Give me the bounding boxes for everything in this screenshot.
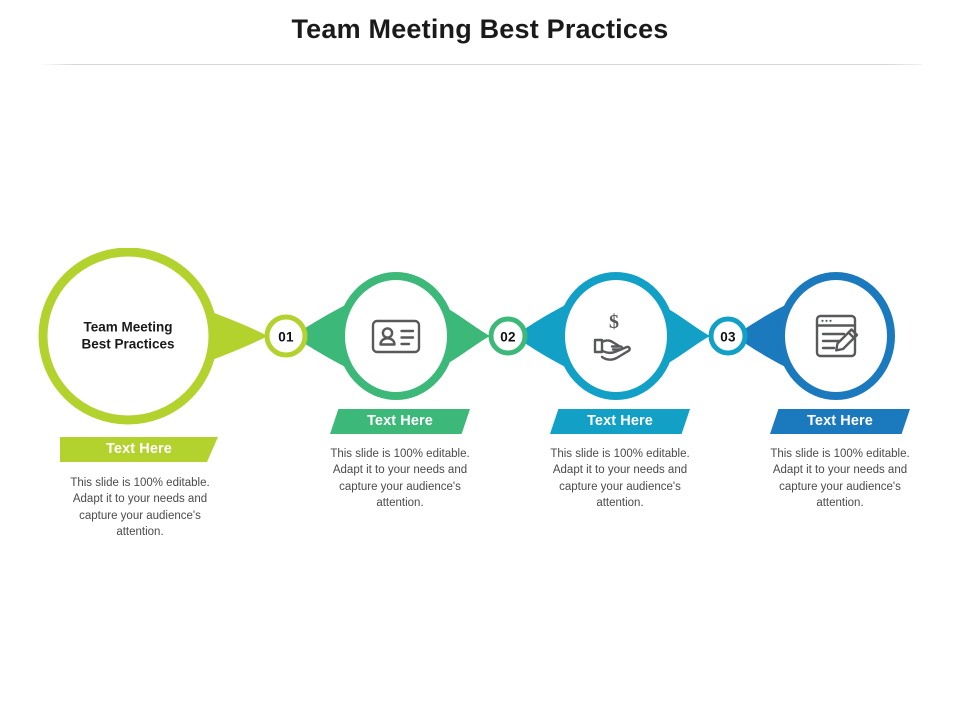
badge-ring-02[interactable]	[488, 316, 528, 356]
page-title: Team Meeting Best Practices	[291, 14, 669, 44]
body-text-step-1: This slide is 100% editable. Adapt it to…	[330, 448, 470, 509]
step-ring-2[interactable]	[557, 272, 675, 400]
step-ring-1[interactable]	[337, 272, 455, 400]
body-text-hub: This slide is 100% editable. Adapt it to…	[70, 477, 210, 538]
badge-number-01: 01	[278, 329, 294, 345]
hub-label: Team Meeting Best Practices	[50, 319, 206, 354]
hub-ring[interactable]	[38, 248, 218, 425]
badge-number-02: 02	[500, 329, 516, 345]
body-text-step-2: This slide is 100% editable. Adapt it to…	[550, 448, 690, 509]
body-text-step-3: This slide is 100% editable. Adapt it to…	[770, 448, 910, 509]
hub-label-line-1: Team Meeting	[83, 319, 173, 335]
process-chain-diagram	[0, 248, 960, 438]
badge-ring-03[interactable]	[708, 316, 748, 356]
banner-step-3[interactable]: Text Here	[770, 409, 910, 434]
banner-step-1[interactable]: Text Here	[330, 409, 470, 434]
banner-hub[interactable]: Text Here	[60, 437, 218, 462]
title-divider	[38, 64, 922, 65]
banner-step-2[interactable]: Text Here	[550, 409, 690, 434]
hub-label-line-2: Best Practices	[81, 337, 175, 352]
badge-number-03: 03	[720, 329, 736, 345]
badge-ring-01[interactable]	[264, 314, 308, 358]
step-ring-3[interactable]	[777, 272, 895, 400]
